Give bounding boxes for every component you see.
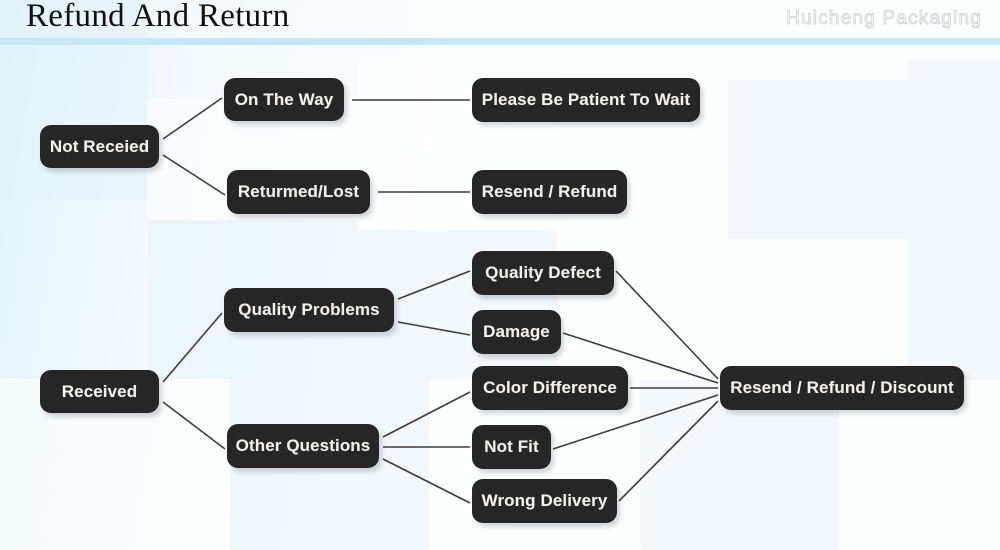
- node-not-fit[interactable]: Not Fit: [472, 425, 551, 469]
- connector-quality-problems-to-damage: [397, 321, 471, 336]
- node-not-receied[interactable]: Not Receied: [40, 125, 159, 168]
- node-label: Damage: [483, 322, 550, 341]
- node-label: Quality Problems: [238, 300, 380, 319]
- node-other-questions[interactable]: Other Questions: [227, 424, 379, 468]
- page-title: Refund And Return: [26, 0, 290, 34]
- connector-quality-defect-to-resend-refund-discount: [615, 270, 719, 380]
- node-label: On The Way: [234, 89, 334, 109]
- connector-other-questions-to-color-difference: [382, 391, 471, 438]
- node-label: Not Fit: [484, 437, 539, 456]
- connector-received-to-quality-problems: [162, 312, 223, 383]
- connector-received-to-other-questions: [162, 401, 226, 450]
- node-returmed-lost[interactable]: Returmed/Lost: [227, 170, 370, 214]
- node-label: Returmed/Lost: [237, 182, 360, 201]
- node-please-be-patient[interactable]: Please Be Patient To Wait: [472, 78, 700, 122]
- node-label: Other Questions: [235, 436, 371, 455]
- connector-not-receied-to-on-the-way: [162, 97, 223, 140]
- connector-not-receied-to-returmed-lost: [162, 154, 226, 196]
- node-on-the-way[interactable]: On The Way: [224, 78, 344, 121]
- node-wrong-delivery[interactable]: Wrong Delivery: [472, 479, 617, 523]
- node-resend-refund[interactable]: Resend / Refund: [472, 170, 627, 214]
- node-label: Resend / Refund: [481, 182, 618, 201]
- header-divider: [0, 38, 1000, 45]
- node-received[interactable]: Received: [40, 370, 159, 413]
- node-quality-defect[interactable]: Quality Defect: [472, 251, 614, 295]
- node-quality-problems[interactable]: Quality Problems: [224, 288, 394, 332]
- node-label: Received: [61, 381, 138, 401]
- node-resend-refund-discount[interactable]: Resend / Refund / Discount: [720, 366, 964, 410]
- node-label: Quality Defect: [485, 263, 601, 282]
- node-label: Wrong Delivery: [481, 491, 608, 510]
- brand-watermark: Huicheng Packaging: [786, 8, 982, 30]
- connector-wrong-delivery-to-resend-refund-discount: [618, 400, 719, 502]
- node-color-difference[interactable]: Color Difference: [472, 366, 628, 410]
- node-label: Color Difference: [483, 378, 617, 397]
- node-label: Not Receied: [49, 136, 150, 156]
- node-damage[interactable]: Damage: [472, 310, 561, 354]
- node-label: Resend / Refund / Discount: [730, 378, 954, 397]
- connector-other-questions-to-wrong-delivery: [382, 458, 471, 504]
- connector-quality-problems-to-quality-defect: [397, 270, 471, 300]
- node-label: Please Be Patient To Wait: [481, 90, 691, 109]
- slide-header: Refund And Return Huicheng Packaging: [0, 0, 1000, 45]
